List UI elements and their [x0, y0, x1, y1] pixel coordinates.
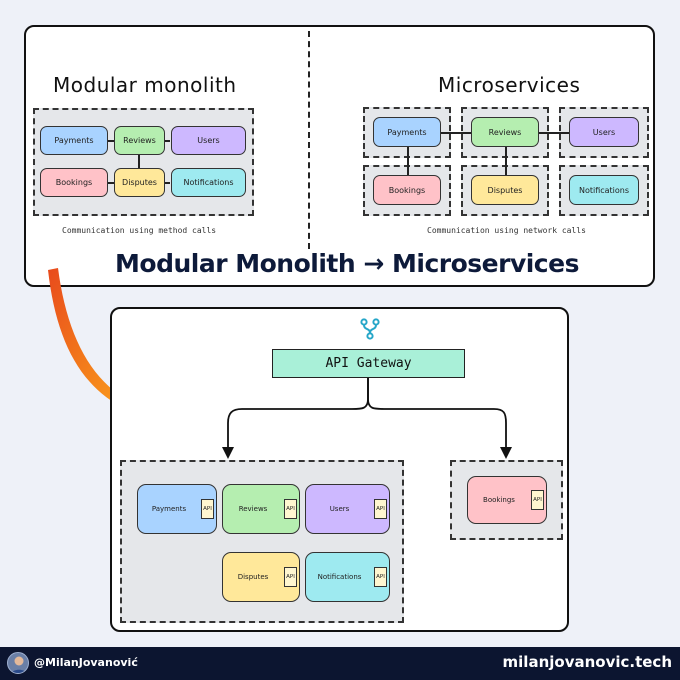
module-reviews: Reviews [114, 126, 165, 155]
section-divider [308, 31, 310, 249]
service-label: Users [329, 505, 350, 513]
api-tag: API [284, 567, 297, 587]
api-tag: API [201, 499, 214, 519]
network-connector [434, 132, 494, 134]
author-handle[interactable]: @MilanJovanović [34, 656, 138, 669]
routing-arrows [222, 378, 512, 459]
arrowhead-icon [222, 447, 234, 459]
branch-icon [360, 318, 380, 340]
service-label: Reviews [238, 505, 268, 513]
network-connector [534, 132, 574, 134]
monolith-title: Modular monolith [53, 73, 237, 97]
website-link[interactable]: milanjovanovic.tech [502, 653, 672, 671]
network-connector [505, 145, 507, 181]
api-tag: API [284, 499, 297, 519]
module-users: Users [171, 126, 246, 155]
service-reviews: Reviews [471, 117, 539, 147]
person-icon [11, 656, 27, 673]
service-users: Users API [305, 484, 390, 534]
service-bookings: Bookings [373, 175, 441, 205]
module-disputes: Disputes [114, 168, 165, 197]
monolith-caption: Communication using method calls [62, 226, 217, 235]
architecture-comparison-panel: Modular monolith Microservices Payments … [24, 25, 655, 287]
arrowhead-icon [500, 447, 512, 459]
gateway-architecture-panel: API Gateway Payments API Reviews API Use… [110, 307, 569, 632]
service-disputes: Disputes API [222, 552, 300, 602]
module-payments: Payments [40, 126, 108, 155]
service-bookings: Bookings API [467, 476, 547, 524]
service-reviews: Reviews API [222, 484, 300, 534]
module-notifications: Notifications [171, 168, 246, 197]
module-bookings: Bookings [40, 168, 108, 197]
service-users: Users [569, 117, 639, 147]
microservices-caption: Communication using network calls [427, 226, 586, 235]
service-payments: Payments [373, 117, 441, 147]
service-label: Bookings [483, 496, 515, 504]
microservices-title: Microservices [438, 73, 581, 97]
service-notifications: Notifications API [305, 552, 390, 602]
footer-bar: @MilanJovanović milanjovanovic.tech [0, 647, 680, 680]
api-tag: API [374, 499, 387, 519]
service-label: Payments [151, 505, 187, 513]
connector [138, 140, 140, 182]
api-tag: API [374, 567, 387, 587]
api-gateway: API Gateway [272, 349, 465, 378]
service-payments: Payments API [137, 484, 217, 534]
service-label: Notifications [317, 573, 362, 581]
service-disputes: Disputes [471, 175, 539, 205]
avatar [7, 652, 29, 674]
api-tag: API [531, 490, 544, 510]
service-notifications: Notifications [569, 175, 639, 205]
network-connector [407, 145, 409, 181]
service-label: Disputes [237, 573, 269, 581]
headline: Modular Monolith → Microservices [115, 249, 579, 278]
